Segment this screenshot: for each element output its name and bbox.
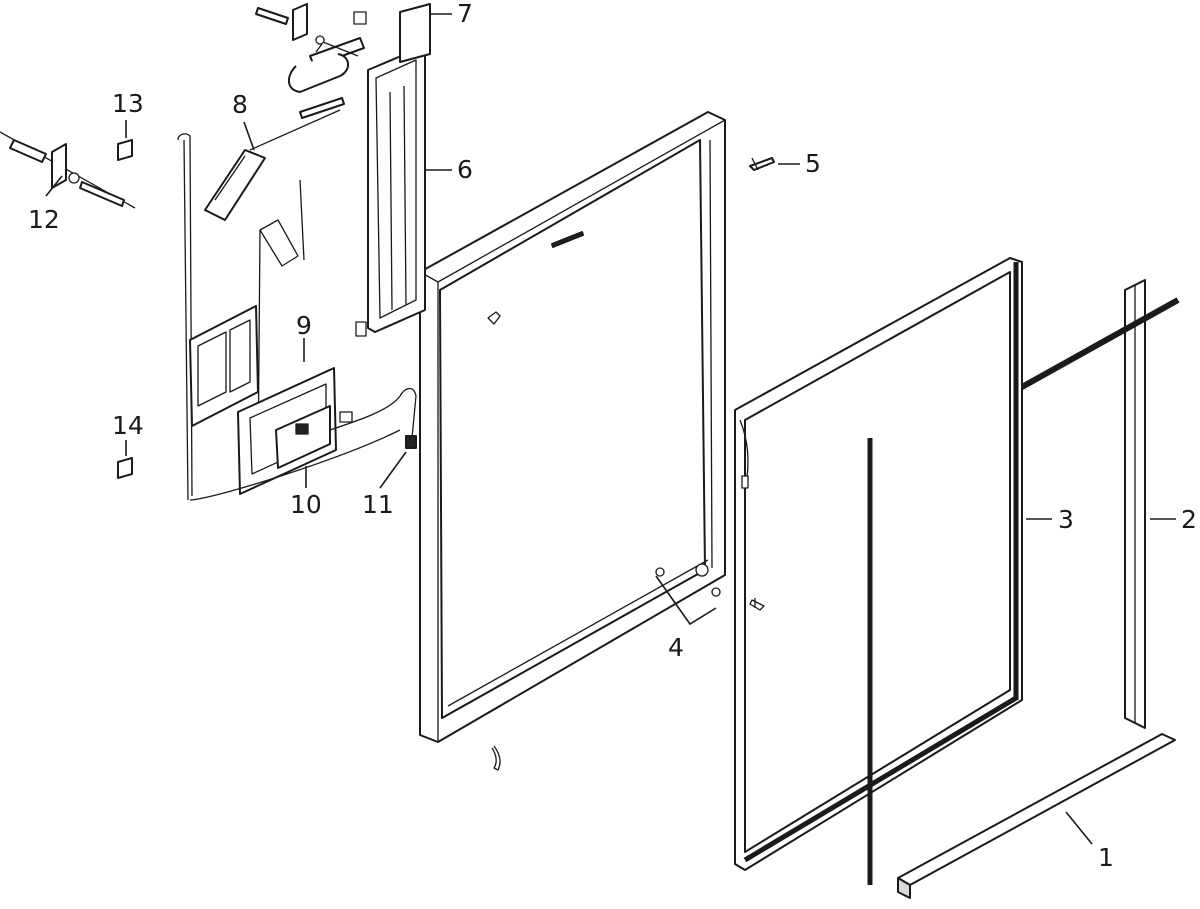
callout-13: 13 [112, 89, 144, 118]
callout-11: 11 [362, 490, 394, 519]
part-14-pad [117, 457, 133, 479]
part-5-clip [749, 157, 775, 171]
callout-5: 5 [805, 149, 821, 178]
callout-8: 8 [232, 90, 248, 119]
callout-12: 12 [28, 205, 60, 234]
callout-7: 7 [457, 0, 473, 28]
callout-2: 2 [1181, 505, 1197, 534]
callout-4: 4 [668, 633, 684, 662]
callout-9: 9 [296, 311, 312, 340]
part-9-control-box [189, 305, 337, 495]
part-13-pad [117, 139, 133, 161]
callout-10: 10 [290, 490, 322, 519]
part-6-vertical-profile [355, 47, 426, 337]
callout-1: 1 [1098, 843, 1114, 872]
part-3-glass-frame [734, 257, 1023, 885]
part-11-connector [189, 387, 417, 501]
part-7-top-brackets [255, 3, 431, 93]
callout-labels: 1 2 3 4 5 6 7 8 9 10 11 12 13 14 [28, 0, 1197, 872]
mirror-frame [419, 111, 726, 771]
callout-14: 14 [112, 411, 144, 440]
part-12-anchor-set [0, 131, 136, 209]
callout-6: 6 [457, 155, 473, 184]
callout-3: 3 [1058, 505, 1074, 534]
part-1-bottom-strip [897, 733, 1176, 899]
part-8-mounting-rail [177, 97, 345, 501]
leader-lines [45, 13, 1176, 845]
